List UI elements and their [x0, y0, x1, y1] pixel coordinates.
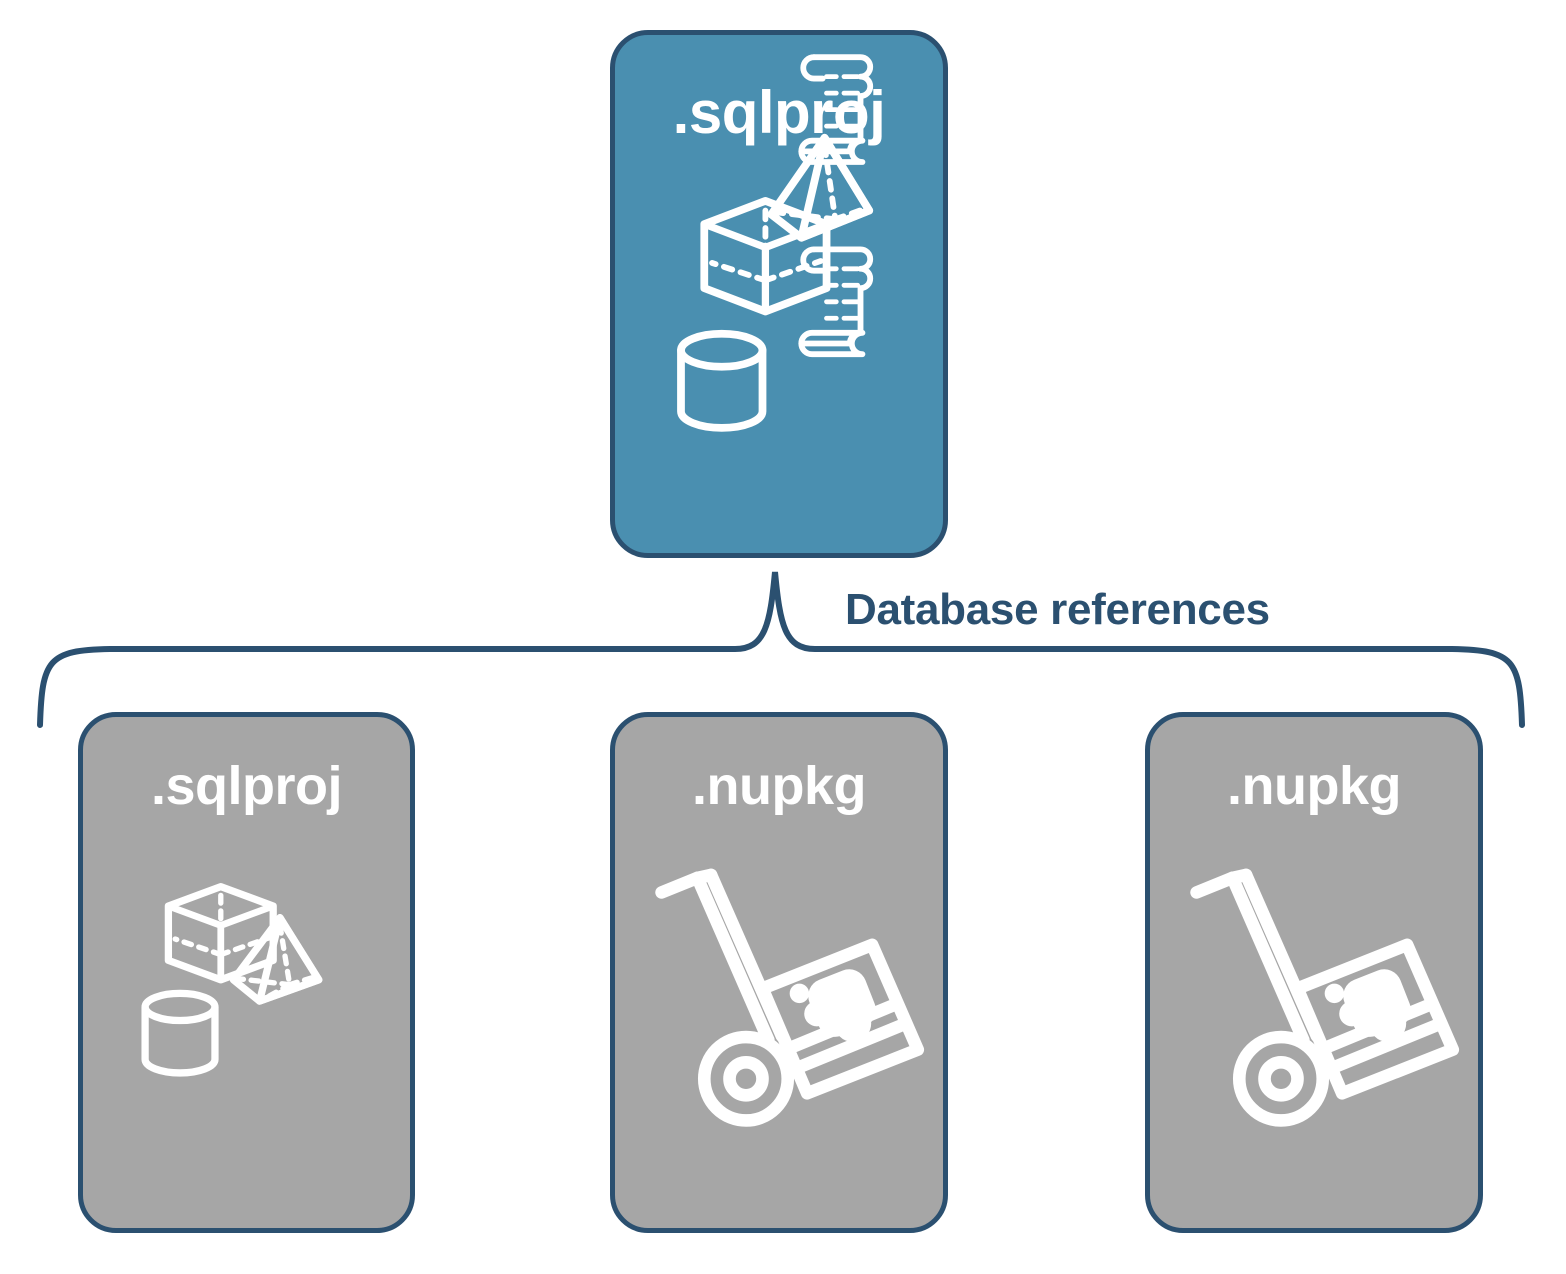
root-card-title: .sqlproj [672, 79, 886, 146]
reference-card-nupkg-1[interactable]: .nupkg [610, 712, 948, 1233]
bracket-label: Database references [845, 585, 1270, 634]
cylinder-icon [141, 989, 219, 1077]
reference-card-sqlproj[interactable]: .sqlproj [78, 712, 415, 1233]
cylinder-icon [677, 329, 767, 432]
root-sqlproj-card[interactable]: .sqlproj [610, 30, 948, 558]
pyramid-icon [767, 133, 874, 242]
pyramid-icon [229, 914, 323, 1005]
reference-card-nupkg-1-title: .nupkg [692, 756, 866, 816]
reference-card-nupkg-2[interactable]: .nupkg [1145, 712, 1483, 1233]
reference-card-nupkg-2-title: .nupkg [1227, 756, 1401, 816]
cube-icon [164, 882, 277, 984]
scroll-icon [798, 246, 874, 358]
hand-truck-package-icon [655, 868, 925, 1127]
hand-truck-package-icon [1190, 868, 1460, 1127]
database-references-bracket [37, 571, 1525, 728]
cube-icon [700, 196, 831, 316]
reference-card-sqlproj-title: .sqlproj [150, 756, 343, 816]
